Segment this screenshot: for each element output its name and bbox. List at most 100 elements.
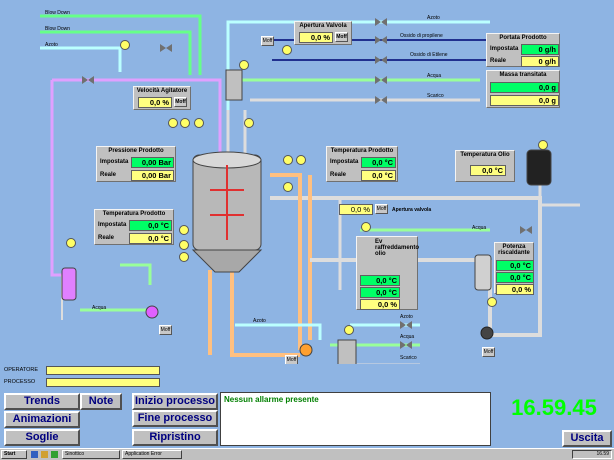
motor-button[interactable]: Moff xyxy=(261,36,274,46)
motor-button[interactable]: Moff xyxy=(335,32,348,42)
process-diagram: Blow Down Blow Down Azoto Azoto Ossido d… xyxy=(40,10,580,365)
blow-down-label: Blow Down xyxy=(45,10,71,16)
operatore-label: OPERATORE xyxy=(4,367,39,373)
azoto-label: Azoto xyxy=(427,15,440,21)
processo-field[interactable] xyxy=(46,378,160,387)
acqua-label: Acqua xyxy=(92,305,107,311)
instrument-bubble[interactable] xyxy=(194,118,204,128)
temp-setpoint-value[interactable]: 0,0 °C xyxy=(361,157,396,168)
instrument-bubble[interactable] xyxy=(179,252,189,262)
panel-title: Velocità Agitatore xyxy=(136,88,188,94)
motor-button[interactable]: Moff xyxy=(159,325,172,335)
pressure-setpoint-value[interactable]: 0,00 Bar xyxy=(131,157,174,168)
instrument-bubble[interactable] xyxy=(296,155,306,165)
temp-actual-value: 0,0 °C xyxy=(361,170,396,181)
note-button[interactable]: Note xyxy=(80,393,122,410)
impostata-label: Impostata xyxy=(98,222,127,228)
temperatura-prodotto-left-panel: Temperatura Prodotto Impostata 0,0 °C Re… xyxy=(94,209,174,245)
instrument-bubble[interactable] xyxy=(66,238,76,248)
panel-title: Massa transitata xyxy=(499,72,547,78)
quick-launch-icon[interactable] xyxy=(41,451,48,458)
temperatura-prodotto-panel: Temperatura Prodotto Impostata 0,0 °C Re… xyxy=(326,146,398,182)
start-button[interactable]: Start xyxy=(1,450,27,459)
impostata-label: Impostata xyxy=(490,46,519,52)
instrument-bubble[interactable] xyxy=(361,222,371,232)
portata-prodotto-panel: Portata Prodotto Impostata 0 g/h Reale 0… xyxy=(486,33,560,67)
taskbar-item-application-error[interactable]: Application Error xyxy=(122,450,182,459)
heating-value-1: 0,0 °C xyxy=(496,260,534,271)
panel-title: Apertura Valvola xyxy=(299,23,347,29)
instrument-bubble[interactable] xyxy=(179,240,189,250)
instrument-bubble[interactable] xyxy=(283,155,293,165)
agitator-speed-value[interactable]: 0,0 % xyxy=(138,97,172,108)
quick-launch-icon[interactable] xyxy=(51,451,58,458)
motor-button[interactable]: Moff xyxy=(174,97,187,107)
reale-label: Reale xyxy=(100,172,117,178)
blow-down-label: Blow Down xyxy=(45,26,71,32)
instrument-bubble[interactable] xyxy=(283,182,293,192)
instrument-bubble[interactable] xyxy=(180,118,190,128)
reale-label: Reale xyxy=(98,235,115,241)
massa-transitata-panel: Massa transitata 0,0 g 0,0 g xyxy=(486,70,560,108)
task-label: Application Error xyxy=(125,451,162,457)
scarico-label: Scarico xyxy=(427,93,444,99)
heating-value-3: 0,0 % xyxy=(496,284,534,295)
massa-value-2: 0,0 g xyxy=(490,95,559,106)
azoto-label: Azoto xyxy=(253,318,266,324)
panel-title: Temperatura Olio xyxy=(460,152,510,158)
reale-label: Reale xyxy=(330,172,347,178)
processo-label: PROCESSO xyxy=(4,379,36,385)
ossido-propilene-label: Ossido di propilene xyxy=(400,33,443,39)
motor-button[interactable]: Moff xyxy=(375,204,388,214)
instrument-bubble[interactable] xyxy=(538,140,548,150)
reale-label: Reale xyxy=(490,58,507,64)
fine-processo-button[interactable]: Fine processo xyxy=(132,410,218,427)
taskbar-item-sinottico[interactable]: Sinottico xyxy=(62,450,120,459)
instrument-bubble[interactable] xyxy=(244,118,254,128)
impostata-label: Impostata xyxy=(100,159,129,165)
velocita-agitatore-panel: Velocità Agitatore 0,0 % Moff xyxy=(133,86,191,110)
start-label: Start xyxy=(4,451,16,457)
panel-title: Temperatura Prodotto xyxy=(330,148,394,154)
instrument-bubble[interactable] xyxy=(239,60,249,70)
ossido-etilene-label: Ossido di Etilene xyxy=(410,52,448,58)
instrument-bubble[interactable] xyxy=(179,225,189,235)
task-label: Sinottico xyxy=(65,451,85,457)
ev-value-2: 0,0 °C xyxy=(360,287,400,298)
oil-temp-value: 0,0 °C xyxy=(470,165,506,176)
instrument-bubble[interactable] xyxy=(344,325,354,335)
pressure-actual-value: 0,00 Bar xyxy=(131,170,174,181)
acqua-label: Acqua xyxy=(472,225,487,231)
ripristino-button[interactable]: Ripristino xyxy=(132,429,218,446)
pressione-prodotto-panel: Pressione Prodotto Impostata 0,00 Bar Re… xyxy=(96,146,176,182)
instrument-bubble[interactable] xyxy=(487,297,497,307)
operatore-field[interactable] xyxy=(46,366,160,375)
valve-opening-value[interactable]: 0,0 % xyxy=(299,32,333,43)
temp-setpoint-value[interactable]: 0,0 °C xyxy=(129,220,172,231)
scarico-label: Scarico xyxy=(400,355,417,361)
quick-launch-icon[interactable] xyxy=(31,451,38,458)
instrument-bubble[interactable] xyxy=(282,45,292,55)
ev-value-3: 0,0 % xyxy=(360,299,400,310)
ev-raffreddamento-panel: Ev raffreddamento olio 0,0 °C 0,0 °C 0,0… xyxy=(356,236,419,310)
instrument-bubble[interactable] xyxy=(120,40,130,50)
uscita-button[interactable]: Uscita xyxy=(562,430,612,447)
portata-reale-value: 0 g/h xyxy=(521,56,559,67)
panel-title: Pressione Prodotto xyxy=(108,148,164,154)
motor-button[interactable]: Moff xyxy=(482,347,495,357)
animazioni-button[interactable]: Animazioni xyxy=(4,411,80,428)
soglie-button[interactable]: Soglie xyxy=(4,429,80,446)
system-tray: 16.59 xyxy=(572,450,612,459)
inizio-processo-button[interactable]: Inizio processo xyxy=(132,393,218,410)
temperatura-olio-panel: Temperatura Olio 0,0 °C xyxy=(455,150,515,182)
valve-opening-mid-value[interactable]: 0,0 % xyxy=(339,204,373,215)
ev-value-1: 0,0 °C xyxy=(360,275,400,286)
heating-value-2: 0,0 °C xyxy=(496,272,534,283)
instrument-bubble[interactable] xyxy=(168,118,178,128)
taskbar: Start Sinottico Application Error 16.59 xyxy=(0,448,614,460)
trends-button[interactable]: Trends xyxy=(4,393,80,410)
apertura-valvola-panel: Apertura Valvola 0,0 % Moff xyxy=(294,21,352,45)
tray-clock: 16.59 xyxy=(596,451,609,457)
portata-impostata-value[interactable]: 0 g/h xyxy=(521,44,559,55)
panel-title: Potenza riscaldante xyxy=(498,244,530,256)
